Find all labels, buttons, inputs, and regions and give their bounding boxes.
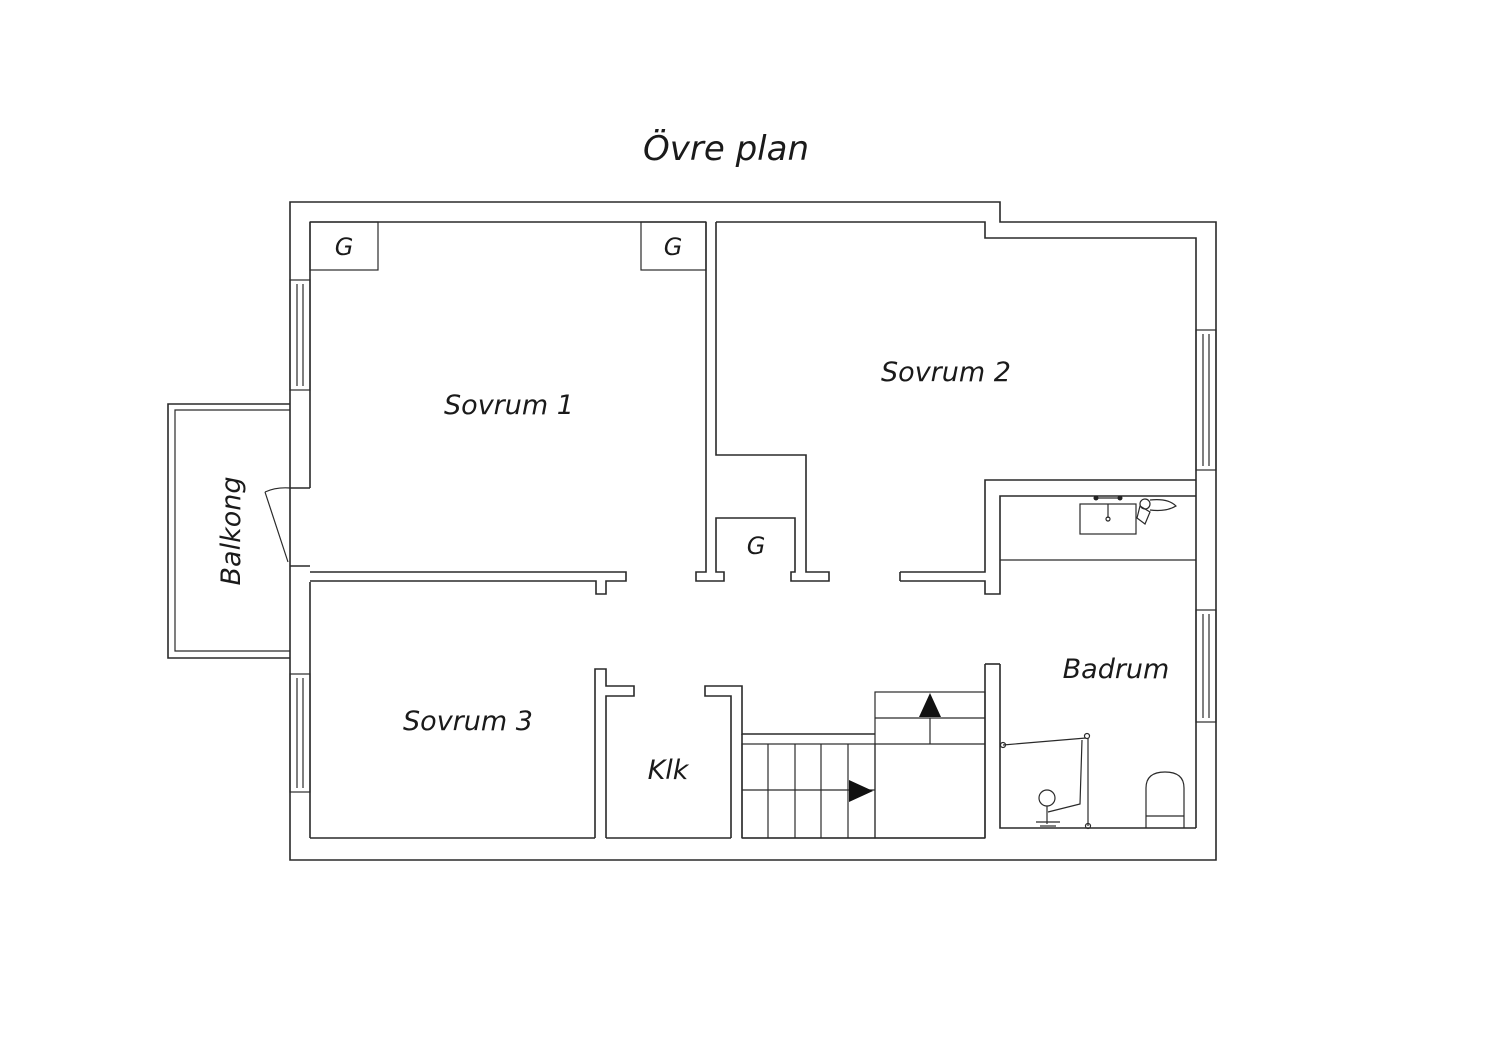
plan-title: Övre plan: [643, 128, 809, 169]
interior-walls: [310, 222, 1196, 838]
closet-label: G: [335, 233, 354, 261]
room-label-sovrum1: Sovrum 1: [444, 390, 574, 421]
window-right-bottom: [1195, 609, 1217, 723]
closet-bedroom1-left: [309, 221, 379, 271]
closet-label: G: [747, 532, 766, 560]
bathroom-sink-icon: [1079, 495, 1177, 535]
shower-icon: [999, 732, 1092, 830]
room-label-sovrum2: Sovrum 2: [881, 357, 1011, 388]
room-label-balkong: Balkong: [216, 477, 247, 586]
window-left-top: [289, 279, 311, 391]
staircase: [741, 691, 986, 839]
stair-arrow-up-icon: [919, 693, 941, 717]
window-right-top: [1195, 329, 1217, 471]
stair-arrow-right-icon: [849, 780, 873, 802]
window-left-bottom: [289, 673, 311, 793]
room-label-sovrum3: Sovrum 3: [403, 706, 533, 737]
outer-walls: [289, 201, 1217, 861]
toilet-icon: [1145, 771, 1185, 828]
room-label-klk: Klk: [648, 755, 690, 786]
balcony: [167, 403, 310, 659]
room-label-badrum: Badrum: [1063, 654, 1170, 685]
closet-bedroom1-right: [640, 221, 707, 271]
closet-label: G: [664, 233, 683, 261]
